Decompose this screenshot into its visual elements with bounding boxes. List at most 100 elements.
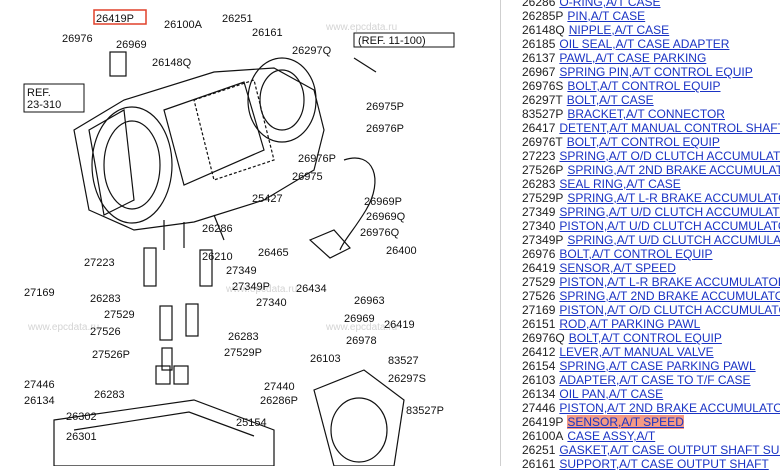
- callout-26103[interactable]: 26103: [310, 353, 341, 365]
- callout-26251[interactable]: 26251: [222, 13, 253, 25]
- part-description-link[interactable]: SPRING,A/T 2ND BRAKE ACCUMULATOR: [567, 163, 780, 177]
- callout-27349p[interactable]: 27349P: [232, 281, 270, 293]
- callout-26297s[interactable]: 26297S: [388, 373, 426, 385]
- callout-26148q[interactable]: 26148Q: [152, 57, 192, 69]
- part-description-link[interactable]: SPRING,A/T U/D CLUTCH ACCUMULATOR: [567, 233, 780, 247]
- part-description-link[interactable]: PISTON,A/T L-R BRAKE ACCUMULATOR P: [559, 275, 780, 289]
- callout-27529[interactable]: 27529: [104, 309, 135, 321]
- callout-26134[interactable]: 26134: [24, 395, 55, 407]
- callout-27223[interactable]: 27223: [84, 257, 115, 269]
- part-code: 27349P: [522, 233, 564, 247]
- callout-26419[interactable]: 26419: [384, 319, 415, 331]
- callout-26969[interactable]: 26969: [344, 313, 375, 325]
- part-code: 27349: [522, 205, 556, 219]
- part-description-link[interactable]: BOLT,A/T CONTROL EQUIP: [559, 247, 713, 261]
- callout-26976p[interactable]: 26976P: [298, 153, 336, 165]
- callout-26302[interactable]: 26302: [66, 411, 97, 423]
- part-description-link[interactable]: O-RING,A/T CASE: [559, 0, 661, 9]
- part-description-link[interactable]: NIPPLE,A/T CASE: [568, 23, 670, 37]
- part-code: 26185: [522, 37, 556, 51]
- callout-27349[interactable]: 27349: [226, 265, 257, 277]
- part-code: 26286: [522, 0, 556, 9]
- callout-25154[interactable]: 25154: [236, 417, 267, 429]
- part-description-link[interactable]: OIL SEAL,A/T CASE ADAPTER: [559, 37, 730, 51]
- callout-27526p[interactable]: 27526P: [92, 349, 130, 361]
- part-description-link[interactable]: SEAL RING,A/T CASE: [559, 177, 681, 191]
- callout-27446[interactable]: 27446: [24, 379, 55, 391]
- callout-26283[interactable]: 26283: [94, 389, 125, 401]
- callout-26286p[interactable]: 26286P: [260, 395, 298, 407]
- callout-26283[interactable]: 26283: [90, 293, 121, 305]
- part-description-link[interactable]: SPRING,A/T O/D CLUTCH ACCUMULATOR: [559, 149, 780, 163]
- callout-26976[interactable]: 26976: [62, 33, 93, 45]
- callout-27529p[interactable]: 27529P: [224, 347, 262, 359]
- part-description-link[interactable]: SENSOR,A/T SPEED: [559, 261, 676, 275]
- callout-26434[interactable]: 26434: [296, 283, 327, 295]
- part-description-link[interactable]: BRACKET,A/T CONNECTOR: [567, 107, 725, 121]
- callout-26100a[interactable]: 26100A: [164, 19, 203, 31]
- callout-26400[interactable]: 26400: [386, 245, 417, 257]
- ref-label: (REF. 11-100): [358, 35, 426, 47]
- callout-26419p[interactable]: 26419P: [96, 13, 134, 25]
- callout-27169[interactable]: 27169: [24, 287, 55, 299]
- callout-26963[interactable]: 26963: [354, 295, 385, 307]
- adapter-drawing: [313, 369, 405, 466]
- part-description-link[interactable]: BOLT,A/T CONTROL EQUIP: [566, 135, 720, 149]
- callout-26975p[interactable]: 26975P: [366, 101, 404, 113]
- callout-26297q[interactable]: 26297Q: [292, 45, 332, 57]
- callout-26969p[interactable]: 26969P: [364, 196, 402, 208]
- watermark: www.epcdata.ru: [225, 284, 297, 295]
- part-description-link[interactable]: GASKET,A/T CASE OUTPUT SHAFT SUPP: [559, 443, 780, 457]
- callout-26301[interactable]: 26301: [66, 431, 97, 443]
- part-description-link[interactable]: PISTON,A/T 2ND BRAKE ACCUMULATOR: [559, 401, 780, 415]
- part-description-link[interactable]: SPRING,A/T L-R BRAKE ACCUMULATOR: [567, 191, 780, 205]
- part-description-link[interactable]: PISTON,A/T U/D CLUTCH ACCUMULATOR: [559, 219, 780, 233]
- callout-26286[interactable]: 26286: [202, 223, 233, 235]
- part-description-link[interactable]: CASE ASSY,A/T: [567, 429, 656, 443]
- callout-26465[interactable]: 26465: [258, 247, 289, 259]
- callout-27440[interactable]: 27440: [264, 381, 295, 393]
- part-description-link[interactable]: BOLT,A/T CONTROL EQUIP: [567, 79, 721, 93]
- callout-26978[interactable]: 26978: [346, 335, 377, 347]
- callout-26969q[interactable]: 26969Q: [366, 211, 406, 223]
- part-description-link[interactable]: SPRING PIN,A/T CONTROL EQUIP: [559, 65, 753, 79]
- callout-26210[interactable]: 26210: [202, 251, 233, 263]
- part-code: 26103: [522, 373, 556, 387]
- part-description-link[interactable]: BOLT,A/T CASE: [566, 93, 654, 107]
- part-description-link[interactable]: SUPPORT,A/T CASE OUTPUT SHAFT: [559, 457, 769, 471]
- callout-83527p[interactable]: 83527P: [406, 405, 444, 417]
- part-description-link[interactable]: DETENT,A/T MANUAL CONTROL SHAFT: [559, 121, 780, 135]
- callout-27340[interactable]: 27340: [256, 297, 287, 309]
- callout-26976q[interactable]: 26976Q: [360, 227, 400, 239]
- part-code: 26417: [522, 121, 556, 135]
- callout-25427[interactable]: 25427: [252, 193, 283, 205]
- callout-26283[interactable]: 26283: [228, 331, 259, 343]
- part-description-link[interactable]: SPRING,A/T 2ND BRAKE ACCUMULATOR: [559, 289, 780, 303]
- part-description-link[interactable]: OIL PAN,A/T CASE: [559, 387, 664, 401]
- callout-26975[interactable]: 26975: [292, 171, 323, 183]
- part-description-link[interactable]: SENSOR,A/T SPEED: [567, 415, 684, 429]
- callout-26161[interactable]: 26161: [252, 27, 283, 39]
- part-description-link[interactable]: SPRING,A/T U/D CLUTCH ACCUMULATOR: [559, 205, 780, 219]
- part-description-link[interactable]: LEVER,A/T MANUAL VALVE: [559, 345, 714, 359]
- part-code: 27526: [522, 289, 556, 303]
- callout-26976p[interactable]: 26976P: [366, 123, 404, 135]
- callout-26969[interactable]: 26969: [116, 39, 147, 51]
- part-code: 26976S: [522, 79, 564, 93]
- part-description-link[interactable]: ADAPTER,A/T CASE TO T/F CASE: [559, 373, 751, 387]
- callout-83527[interactable]: 83527: [388, 355, 419, 367]
- part-description-link[interactable]: SPRING,A/T CASE PARKING PAWL: [559, 359, 756, 373]
- part-description-link[interactable]: PIN,A/T CASE: [567, 9, 646, 23]
- part-code: 27529: [522, 275, 556, 289]
- part-description-link[interactable]: PAWL,A/T CASE PARKING: [559, 51, 707, 65]
- part-description-link[interactable]: ROD,A/T PARKING PAWL: [559, 317, 701, 331]
- part-code: 26976Q: [522, 331, 565, 345]
- part-code: 27446: [522, 401, 556, 415]
- part-description-link[interactable]: PISTON,A/T O/D CLUTCH ACCUMULATOR: [559, 303, 780, 317]
- watermark: www.epcdata.ru: [27, 322, 99, 333]
- part-description-link[interactable]: BOLT,A/T CONTROL EQUIP: [568, 331, 722, 345]
- callout-27526[interactable]: 27526: [90, 326, 121, 338]
